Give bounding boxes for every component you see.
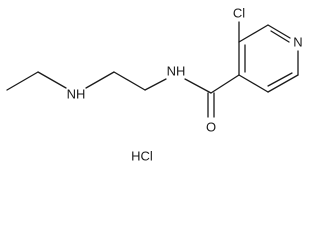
atom-amide-nitrogen-label: NH: [167, 64, 186, 79]
ring-bond-c3-c2: [238, 24, 269, 43]
bond-carbonyl-ring: [210, 74, 240, 94]
atom-ring-nitrogen-label: N: [293, 35, 302, 50]
bond-ethyl-ch2: [37, 71, 67, 89]
bond-amine-ch2: [85, 71, 115, 89]
salt-label: HCl: [131, 149, 153, 164]
structure-diagram: Cl N NH NH O HCl: [6, 6, 303, 164]
bond-ch2-amide: [144, 78, 167, 91]
atom-chlorine-label: Cl: [233, 6, 245, 21]
bond-amide-carbonyl: [184, 78, 212, 94]
ring-bond-c5-c4: [238, 74, 269, 93]
bond-ethyl-ch3: [6, 71, 39, 91]
ring-bond-c2-n1-inner: [270, 30, 290, 43]
ring-bond-c6-c5-inner: [267, 72, 293, 87]
bond-linker-cc: [113, 71, 146, 91]
ring-bond-c6-c5: [267, 74, 299, 93]
atom-carbonyl-oxygen-label: O: [206, 120, 216, 135]
atom-amine-nitrogen-label: NH: [67, 87, 86, 102]
ring-bond-c2-n1: [267, 24, 291, 39]
